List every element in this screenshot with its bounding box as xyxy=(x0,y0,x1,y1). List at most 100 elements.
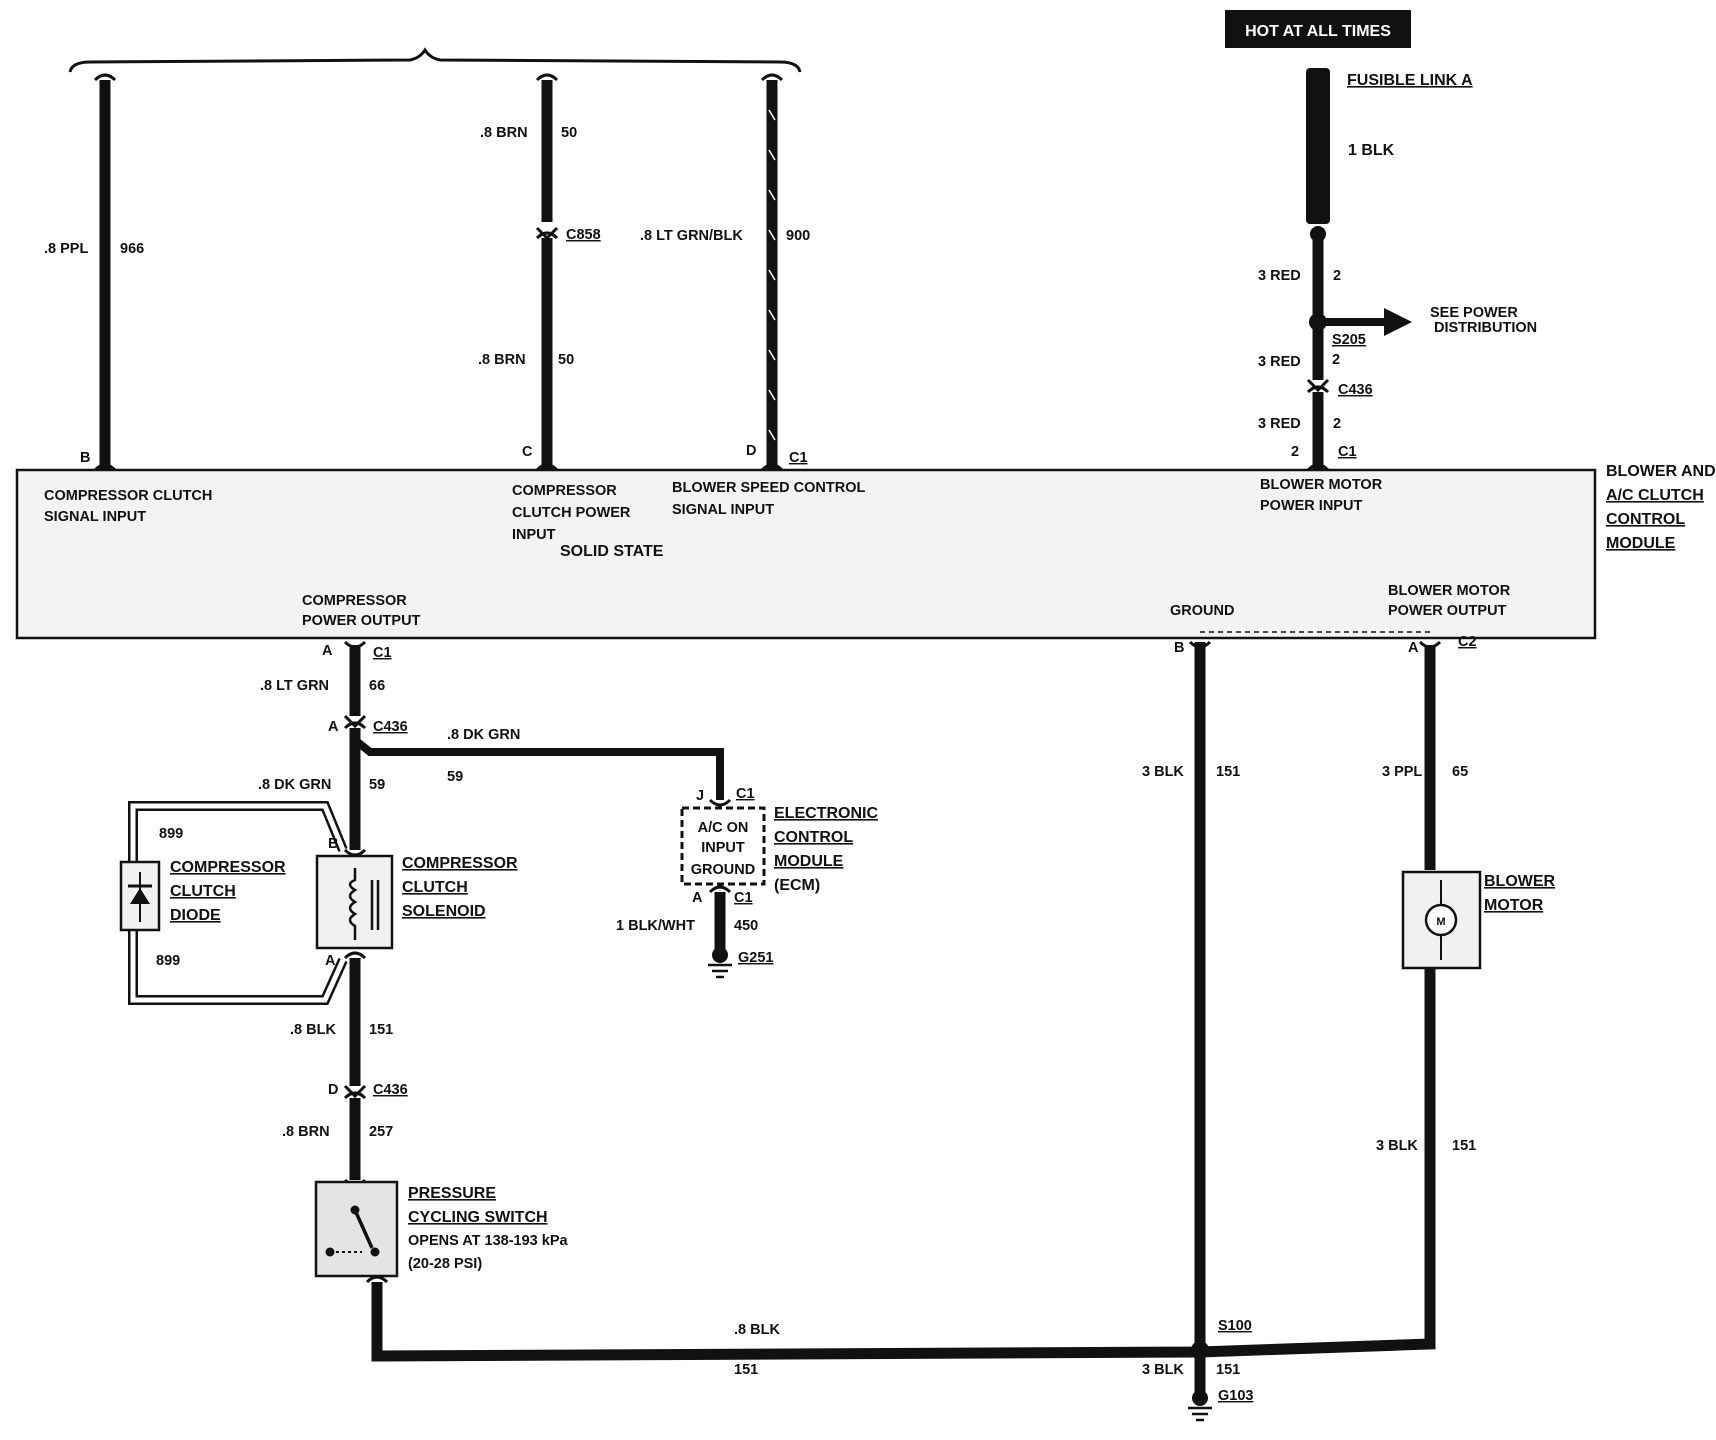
w2b-color: 3 RED xyxy=(1258,354,1301,370)
c436-d-label: C436 xyxy=(373,1082,408,1098)
g251-label: G251 xyxy=(738,950,773,966)
ground-g103-icon xyxy=(1188,1406,1212,1422)
w59-color: .8 DK GRN xyxy=(258,777,331,793)
w151d-color: .8 BLK xyxy=(734,1322,780,1338)
c2-label: C2 xyxy=(1458,634,1477,650)
pin-hook-c xyxy=(535,463,559,472)
s100-label: S100 xyxy=(1218,1318,1252,1334)
ecm-label-3: MODULE xyxy=(774,853,844,870)
w257-num: 257 xyxy=(369,1124,393,1140)
w257-color: .8 BRN xyxy=(282,1124,330,1140)
ecm-label-1: ELECTRONIC xyxy=(774,805,878,822)
c1-a-label: C1 xyxy=(373,645,392,661)
w2b-num: 2 xyxy=(1332,352,1340,368)
pin-a-c1: A xyxy=(322,643,333,659)
pin-b-top: B xyxy=(80,450,90,466)
w50a-color: .8 BRN xyxy=(480,125,528,141)
w65-color: 3 PPL xyxy=(1382,764,1422,780)
sol-label-1: COMPRESSOR xyxy=(402,855,518,872)
w2c-num: 2 xyxy=(1333,416,1341,432)
c858-label: C858 xyxy=(566,227,601,243)
w151b-num: 151 xyxy=(1216,764,1240,780)
ground-g103-dot xyxy=(1192,1390,1208,1406)
motor-m: M xyxy=(1436,916,1445,928)
pin-b-sol: B xyxy=(328,836,338,852)
arrow-power-head xyxy=(1384,308,1412,336)
w2a-num: 2 xyxy=(1333,268,1341,284)
sol-label-2: CLUTCH xyxy=(402,879,468,896)
c1-top-r: C1 xyxy=(1338,444,1357,460)
pressure-cycling-switch xyxy=(314,1180,399,1278)
blower-in-1: BLOWER MOTOR xyxy=(1260,477,1383,493)
w899-b: 899 xyxy=(156,953,180,969)
psw-label-1: PRESSURE xyxy=(408,1185,496,1202)
w2a-color: 3 RED xyxy=(1258,268,1301,284)
ground-label: GROUND xyxy=(1170,603,1234,619)
pin-j-ecm: J xyxy=(696,788,704,804)
ecm-box-2: INPUT xyxy=(701,840,745,856)
psw-label-4: (20-28 PSI) xyxy=(408,1256,482,1272)
module-title-1: BLOWER AND xyxy=(1606,463,1716,480)
ecm-label-2: CONTROL xyxy=(774,829,853,846)
ground-g251-dot xyxy=(712,947,728,963)
pin-hook-j-ecm xyxy=(708,798,732,807)
pin-hook-a-ecm xyxy=(708,885,732,894)
w65-num: 65 xyxy=(1452,764,1468,780)
blower-in-2: POWER INPUT xyxy=(1260,498,1362,514)
module-title-3: CONTROL xyxy=(1606,511,1685,528)
hot-label: HOT AT ALL TIMES xyxy=(1245,23,1391,40)
w2c-color: 3 RED xyxy=(1258,416,1301,432)
pin-hook-a-sol xyxy=(343,951,367,960)
connector-c858 xyxy=(535,226,559,241)
pin-hook-2 xyxy=(1306,463,1330,472)
see-power-2: DISTRIBUTION xyxy=(1434,320,1537,336)
pin-a-sol: A xyxy=(325,953,336,969)
diode-label-1: COMPRESSOR xyxy=(170,859,286,876)
splice-s100 xyxy=(1191,1341,1209,1359)
blower-out-1: BLOWER MOTOR xyxy=(1388,583,1511,599)
top-brace xyxy=(68,47,802,73)
w50a-num: 50 xyxy=(561,125,577,141)
pin-hook-b-gnd xyxy=(1188,640,1212,649)
pin-d-c436: D xyxy=(328,1082,338,1098)
fusible-wire-label: 1 BLK xyxy=(1348,142,1395,159)
s205-label: S205 xyxy=(1332,332,1366,348)
pin-c-top: C xyxy=(522,444,533,460)
pin-hook-b xyxy=(93,463,117,472)
w151b-color: 3 BLK xyxy=(1142,764,1184,780)
w50b-num: 50 xyxy=(558,352,574,368)
w50b-color: .8 BRN xyxy=(478,352,526,368)
comp-power-3: INPUT xyxy=(512,527,556,543)
c436-a-label: C436 xyxy=(373,719,408,735)
diode-label-2: CLUTCH xyxy=(170,883,236,900)
w66-color: .8 LT GRN xyxy=(260,678,329,694)
wire-151-bottom xyxy=(371,970,1436,1362)
w450-color: 1 BLK/WHT xyxy=(616,918,695,934)
w899-a: 899 xyxy=(159,826,183,842)
w900-color: .8 LT GRN/BLK xyxy=(640,228,743,244)
ecm-box-1: A/C ON xyxy=(698,820,749,836)
w59-num-h: 59 xyxy=(447,769,463,785)
comp-power-2: CLUTCH POWER xyxy=(512,505,631,521)
ecm-box-3: GROUND xyxy=(691,862,755,878)
g103-label: G103 xyxy=(1218,1388,1253,1404)
blower-label-2: MOTOR xyxy=(1484,897,1544,914)
switch-blade xyxy=(353,1209,374,1249)
connector-hook-50 xyxy=(535,73,559,82)
w151a-color: .8 BLK xyxy=(290,1022,336,1038)
diode-label-3: DIODE xyxy=(170,907,221,924)
connector-c436-d xyxy=(343,1084,367,1100)
comp-signal-1: COMPRESSOR CLUTCH xyxy=(44,488,212,504)
c1-top: C1 xyxy=(789,450,808,466)
connector-c436-top xyxy=(1306,378,1330,394)
w450-num: 450 xyxy=(734,918,758,934)
solenoid-coil-icon xyxy=(348,868,358,940)
w966-num: 966 xyxy=(120,241,144,257)
blower-out-2: POWER OUTPUT xyxy=(1388,603,1507,619)
pin-a-ecm: A xyxy=(692,890,703,906)
w900-num: 900 xyxy=(786,228,810,244)
w151e-num: 151 xyxy=(1216,1362,1240,1378)
connector-hook-900 xyxy=(760,73,784,82)
pin-b-gnd: B xyxy=(1174,640,1184,656)
